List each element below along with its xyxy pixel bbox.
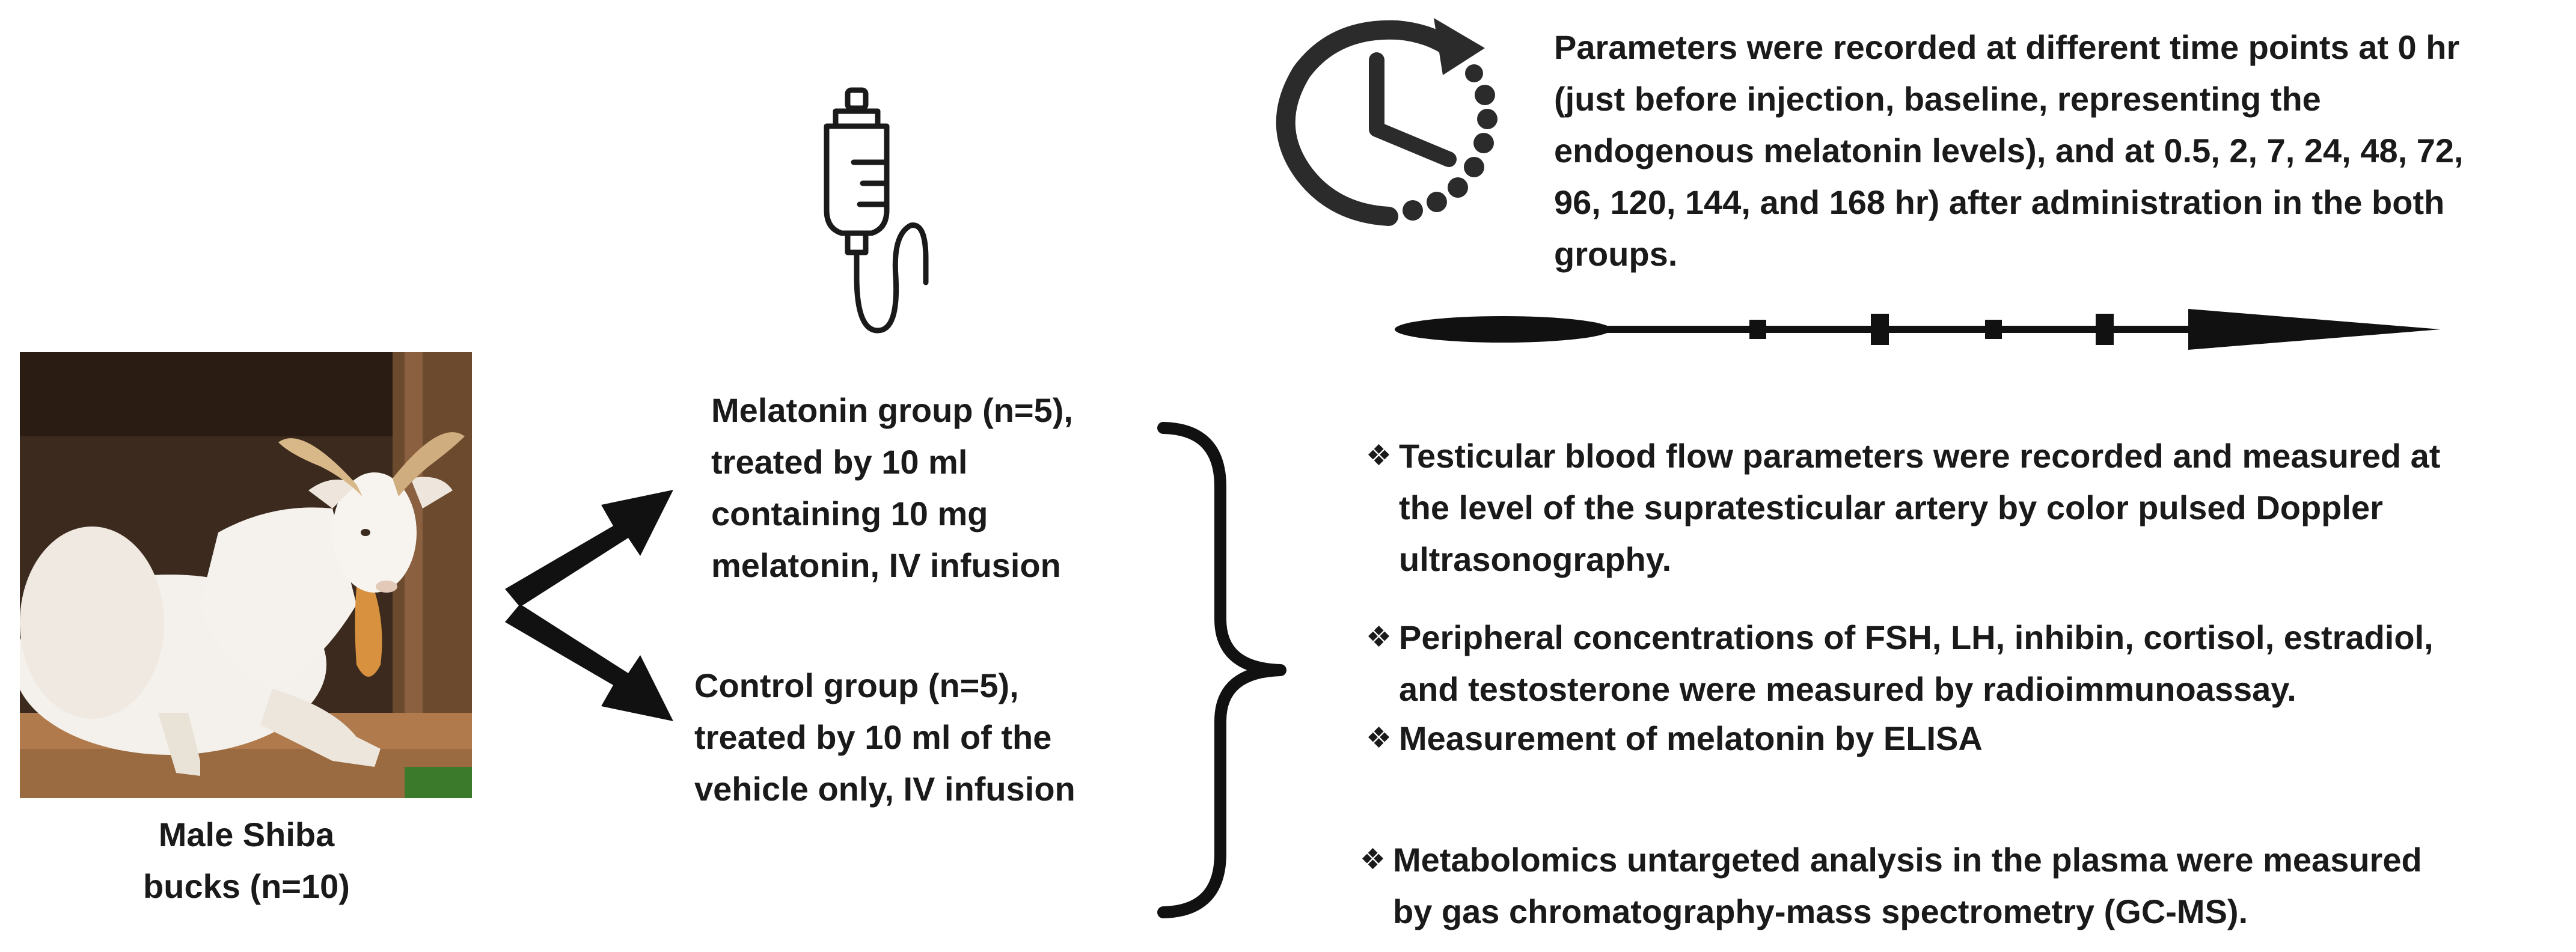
measurement-4-line-1: Metabolomics untargeted analysis in the … bbox=[1393, 841, 2422, 879]
diamond-bullet-icon: ❖ bbox=[1365, 621, 1392, 653]
caption-line-1: Male Shiba bbox=[158, 816, 335, 853]
control-line-1: Control group (n=5), bbox=[694, 667, 1019, 704]
diamond-bullet-icon: ❖ bbox=[1359, 844, 1386, 876]
measurement-4-line-2: by gas chromatography-mass spectrometry … bbox=[1393, 892, 2248, 930]
branch-arrow-up-icon bbox=[505, 490, 673, 607]
clock-icon bbox=[1276, 18, 1498, 226]
measurement-2-line-2: and testosterone were measured by radioi… bbox=[1399, 670, 2296, 708]
measurement-1-line-2: the level of the supratesticular artery … bbox=[1399, 489, 2383, 526]
measurement-2-line-1: Peripheral concentrations of FSH, LH, in… bbox=[1399, 618, 2434, 656]
measurement-item-3: ❖ Measurement of melatonin by ELISA bbox=[1350, 713, 1983, 764]
timepoints-line-5: groups. bbox=[1554, 235, 1678, 273]
goat-photo bbox=[20, 352, 472, 798]
subject-caption: Male Shiba bucks (n=10) bbox=[36, 809, 457, 912]
timeline-arrow-icon bbox=[1395, 309, 2441, 350]
measurement-1-line-1: Testicular blood flow parameters were re… bbox=[1399, 437, 2441, 475]
melatonin-group: Melatonin group (n=5), treated by 10 ml … bbox=[711, 385, 1073, 591]
measurement-1-line-3: ultrasonography. bbox=[1399, 540, 1672, 578]
caption-line-2: bucks (n=10) bbox=[143, 867, 350, 905]
control-line-3: vehicle only, IV infusion bbox=[694, 770, 1075, 808]
timepoints-line-3: endogenous melatonin levels), and at 0.5… bbox=[1554, 132, 2464, 169]
melatonin-line-1: Melatonin group (n=5), bbox=[711, 391, 1073, 429]
timepoints-line-1: Parameters were recorded at different ti… bbox=[1554, 28, 2460, 66]
iv-bag-icon bbox=[824, 87, 929, 334]
diamond-bullet-icon: ❖ bbox=[1365, 440, 1392, 472]
curly-brace-icon bbox=[1157, 422, 1286, 918]
branch-arrows bbox=[505, 490, 673, 721]
measurement-item-4: ❖ Metabolomics untargeted analysis in th… bbox=[1344, 834, 2422, 938]
melatonin-line-4: melatonin, IV infusion bbox=[711, 546, 1061, 584]
timepoints-text: Parameters were recorded at different ti… bbox=[1554, 22, 2464, 280]
melatonin-line-2: treated by 10 ml bbox=[711, 443, 968, 481]
diamond-bullet-icon: ❖ bbox=[1365, 722, 1392, 754]
control-group: Control group (n=5), treated by 10 ml of… bbox=[694, 660, 1075, 815]
measurement-item-1: ❖ Testicular blood flow parameters were … bbox=[1350, 430, 2440, 585]
goat-image bbox=[20, 352, 472, 798]
timepoints-line-4: 96, 120, 144, and 168 hr) after administ… bbox=[1554, 183, 2445, 221]
timepoints-line-2: (just before injection, baseline, repres… bbox=[1554, 80, 2321, 118]
melatonin-line-3: containing 10 mg bbox=[711, 495, 988, 532]
control-line-2: treated by 10 ml of the bbox=[694, 718, 1052, 756]
measurement-item-2: ❖ Peripheral concentrations of FSH, LH, … bbox=[1350, 612, 2434, 715]
branch-arrow-down-icon bbox=[505, 604, 673, 721]
measurement-3-line-1: Measurement of melatonin by ELISA bbox=[1399, 719, 1983, 757]
